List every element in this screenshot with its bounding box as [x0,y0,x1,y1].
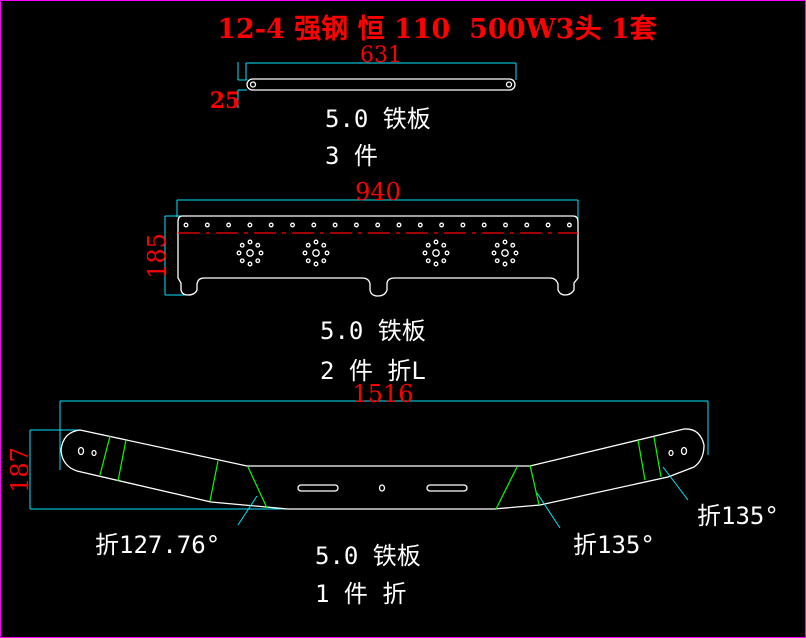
part3-material: 5.0 铁板 [315,542,421,570]
hole [324,250,330,256]
hole [545,222,551,228]
hole [313,239,319,245]
hole [441,258,447,264]
part3-quantity: 1 件 折 [315,580,406,608]
drawing-title: 12-4 强钢 恒 110 500W3头 1套 [217,14,657,45]
hole [246,249,254,257]
part1-length-dim: 631 [360,43,402,68]
hole [510,242,516,248]
hole [502,239,508,245]
hole [258,250,264,256]
bend-label-right: 折135° [697,502,779,530]
hole [425,258,431,264]
hole [433,261,439,267]
hole [313,261,319,267]
hole [255,258,261,264]
hole [524,222,530,228]
part2-height-dim: 185 [143,233,171,279]
hole [566,222,572,228]
part1-quantity: 3 件 [325,142,378,170]
hole [332,222,338,228]
hole [353,222,359,228]
part2-length-dim: 940 [355,178,401,206]
hole [422,250,428,256]
hole [247,239,253,245]
hole [255,242,261,248]
hole [321,258,327,264]
hole [321,242,327,248]
hole [268,222,274,228]
hole [494,242,500,248]
hole [247,222,253,228]
hole [491,250,497,256]
hole [417,222,423,228]
part1-strip: 631 25 [210,43,517,114]
hole [239,258,245,264]
hole [432,249,440,257]
hole [396,222,402,228]
hole [312,249,320,257]
hole [305,242,311,248]
part3-bent-bar: 1516 187 [6,380,709,529]
hole [510,258,516,264]
hole [439,222,445,228]
hole [503,222,508,228]
hole [460,222,466,228]
hole [226,222,232,228]
hole [494,258,500,264]
hole [425,242,431,248]
hole [311,222,317,228]
hole [204,222,210,228]
hole [239,242,245,248]
hole [501,249,509,257]
hole [183,222,189,228]
part3-height-dim: 187 [6,447,34,493]
hole [290,222,295,228]
bend-label-middle: 折135° [573,531,655,559]
part2-quantity: 2 件 折L [320,357,426,385]
hole [247,261,253,267]
hole [481,222,487,228]
hole [305,258,311,264]
part2-plate: 940 185 [143,178,579,297]
part3-length-dim: 1516 [352,380,413,408]
hole [444,250,450,256]
hole [302,250,308,256]
part2-material: 5.0 铁板 [320,317,426,345]
hole [375,222,381,228]
hole [441,242,447,248]
hole [513,250,519,256]
hole [502,261,508,267]
part1-height-dim: 25 [210,88,241,114]
part1-material: 5.0 铁板 [325,105,431,133]
hole [433,239,439,245]
hole [236,250,242,256]
bend-label-left: 折127.76° [95,531,220,559]
